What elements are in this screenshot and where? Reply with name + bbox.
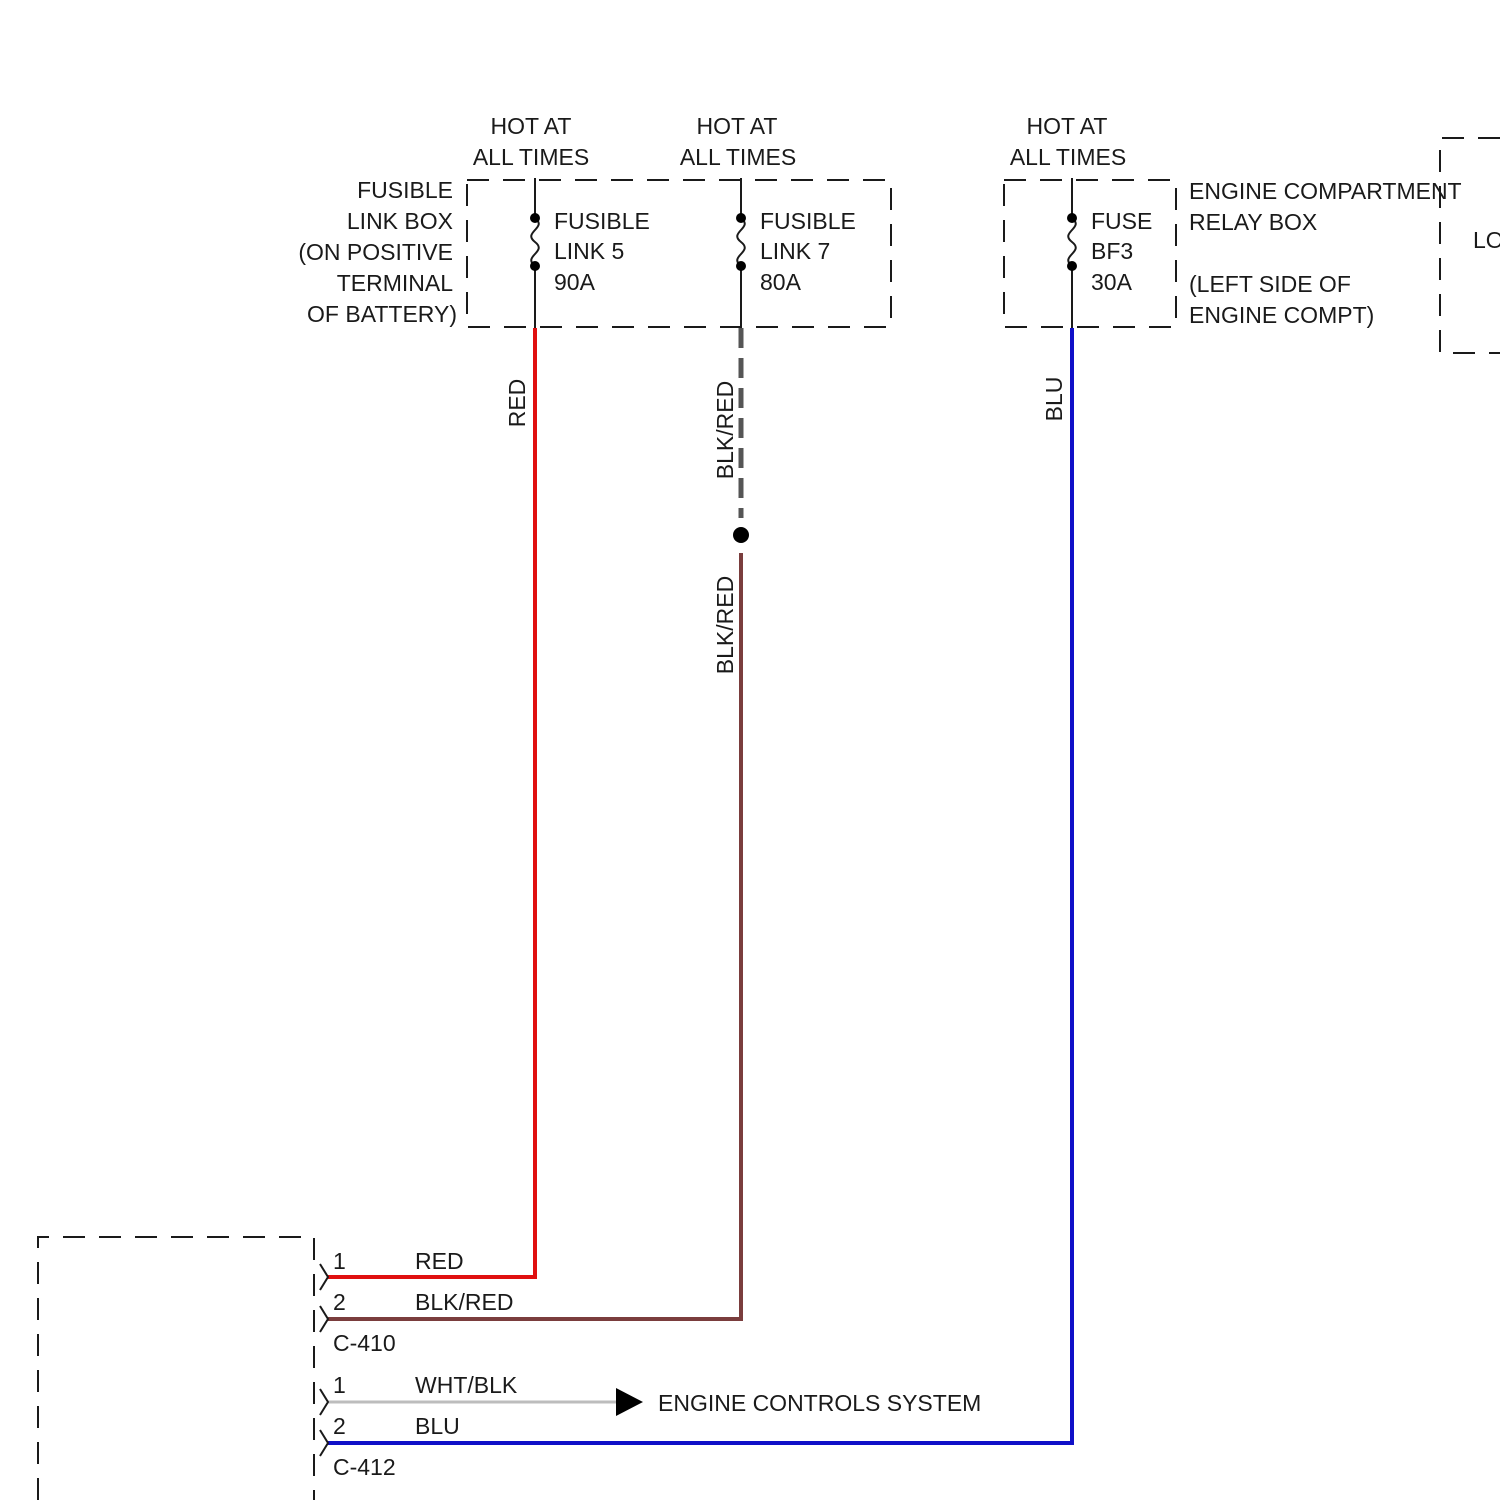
fusible-link-box-label-line3: (ON POSITIVE xyxy=(298,239,453,265)
relay-box-location-line2: ENGINE COMPT) xyxy=(1189,302,1374,328)
fuse-symbol xyxy=(737,218,745,266)
arrow-right-icon xyxy=(616,1388,643,1416)
fusible-link-7-name-line1: FUSIBLE xyxy=(760,208,856,234)
fusible-link-5-name-line2: LINK 5 xyxy=(554,238,624,264)
fusible-link-7: HOT AT ALL TIMES FUSIBLE LINK 7 80A xyxy=(680,113,856,328)
engine-compartment-relay-box: HOT AT ALL TIMES FUSE BF3 30A ENGINE COM… xyxy=(1004,113,1462,328)
connector-pin-symbol xyxy=(320,1389,328,1415)
right-edge-box: LO xyxy=(1440,138,1500,353)
right-edge-box-label: LO xyxy=(1473,227,1500,253)
component-box xyxy=(38,1237,314,1500)
fusible-link-5-name-line1: FUSIBLE xyxy=(554,208,650,234)
relay-box-label-line1: ENGINE COMPARTMENT xyxy=(1189,178,1462,204)
connector-pin-symbol xyxy=(320,1264,328,1290)
fusible-link-box-label-line4: TERMINAL xyxy=(337,270,454,296)
engine-controls-label: ENGINE CONTROLS SYSTEM xyxy=(658,1390,981,1416)
c410-pin2-number: 2 xyxy=(333,1289,346,1315)
fusible-link-box: FUSIBLE LINK BOX (ON POSITIVE TERMINAL O… xyxy=(298,113,891,328)
hot-at-label-line2: ALL TIMES xyxy=(1010,144,1126,170)
c412-connector-name: C-412 xyxy=(333,1454,396,1480)
fuse-symbol xyxy=(531,218,539,266)
relay-box-location-line1: (LEFT SIDE OF xyxy=(1189,271,1351,297)
fuse-bf3-name-line2: BF3 xyxy=(1091,238,1133,264)
fuse-symbol xyxy=(1068,218,1076,266)
red-wire-label: RED xyxy=(504,379,530,428)
c410-connector-name: C-410 xyxy=(333,1330,396,1356)
red-wire xyxy=(328,328,535,1277)
hot-at-label-line1: HOT AT xyxy=(697,113,778,139)
c410-pin2-wire: BLK/RED xyxy=(415,1289,513,1315)
c410-pin1-number: 1 xyxy=(333,1248,346,1274)
hot-at-label-line1: HOT AT xyxy=(491,113,572,139)
connector-c410: 1 RED 2 BLK/RED C-410 xyxy=(320,1248,513,1356)
fuse-bf3-rating: 30A xyxy=(1091,269,1133,295)
hot-at-label-line2: ALL TIMES xyxy=(473,144,589,170)
c412-pin1-number: 1 xyxy=(333,1372,346,1398)
c412-pin2-wire: BLU xyxy=(415,1413,460,1439)
connector-c412: 1 WHT/BLK 2 BLU C-412 xyxy=(320,1372,518,1480)
relay-box-outline xyxy=(1004,180,1176,327)
fusible-link-7-name-line2: LINK 7 xyxy=(760,238,830,264)
fusible-link-box-label-line5: OF BATTERY) xyxy=(307,301,457,327)
fuse-bf3-name-line1: FUSE xyxy=(1091,208,1152,234)
blk-red-lower-wire-label: BLK/RED xyxy=(712,576,738,674)
splice-point xyxy=(733,527,749,543)
fusible-link-box-label-line2: LINK BOX xyxy=(347,208,453,234)
fusible-link-7-rating: 80A xyxy=(760,269,802,295)
fusible-link-5-rating: 90A xyxy=(554,269,596,295)
c412-pin1-wire: WHT/BLK xyxy=(415,1372,518,1398)
connector-pin-symbol xyxy=(320,1306,328,1332)
hot-at-label-line2: ALL TIMES xyxy=(680,144,796,170)
blk-red-upper-wire-label: BLK/RED xyxy=(712,381,738,479)
relay-box-label-line2: RELAY BOX xyxy=(1189,209,1317,235)
connector-pin-symbol xyxy=(320,1430,328,1456)
fusible-link-box-label-line1: FUSIBLE xyxy=(357,177,453,203)
fusible-link-5: HOT AT ALL TIMES FUSIBLE LINK 5 90A xyxy=(473,113,650,328)
c412-pin2-number: 2 xyxy=(333,1413,346,1439)
wires: RED BLK/RED BLK/RED BLU ENGINE CONTROLS … xyxy=(328,328,1072,1443)
hot-at-label-line1: HOT AT xyxy=(1027,113,1108,139)
blu-wire-label: BLU xyxy=(1041,377,1067,422)
c410-pin1-wire: RED xyxy=(415,1248,464,1274)
